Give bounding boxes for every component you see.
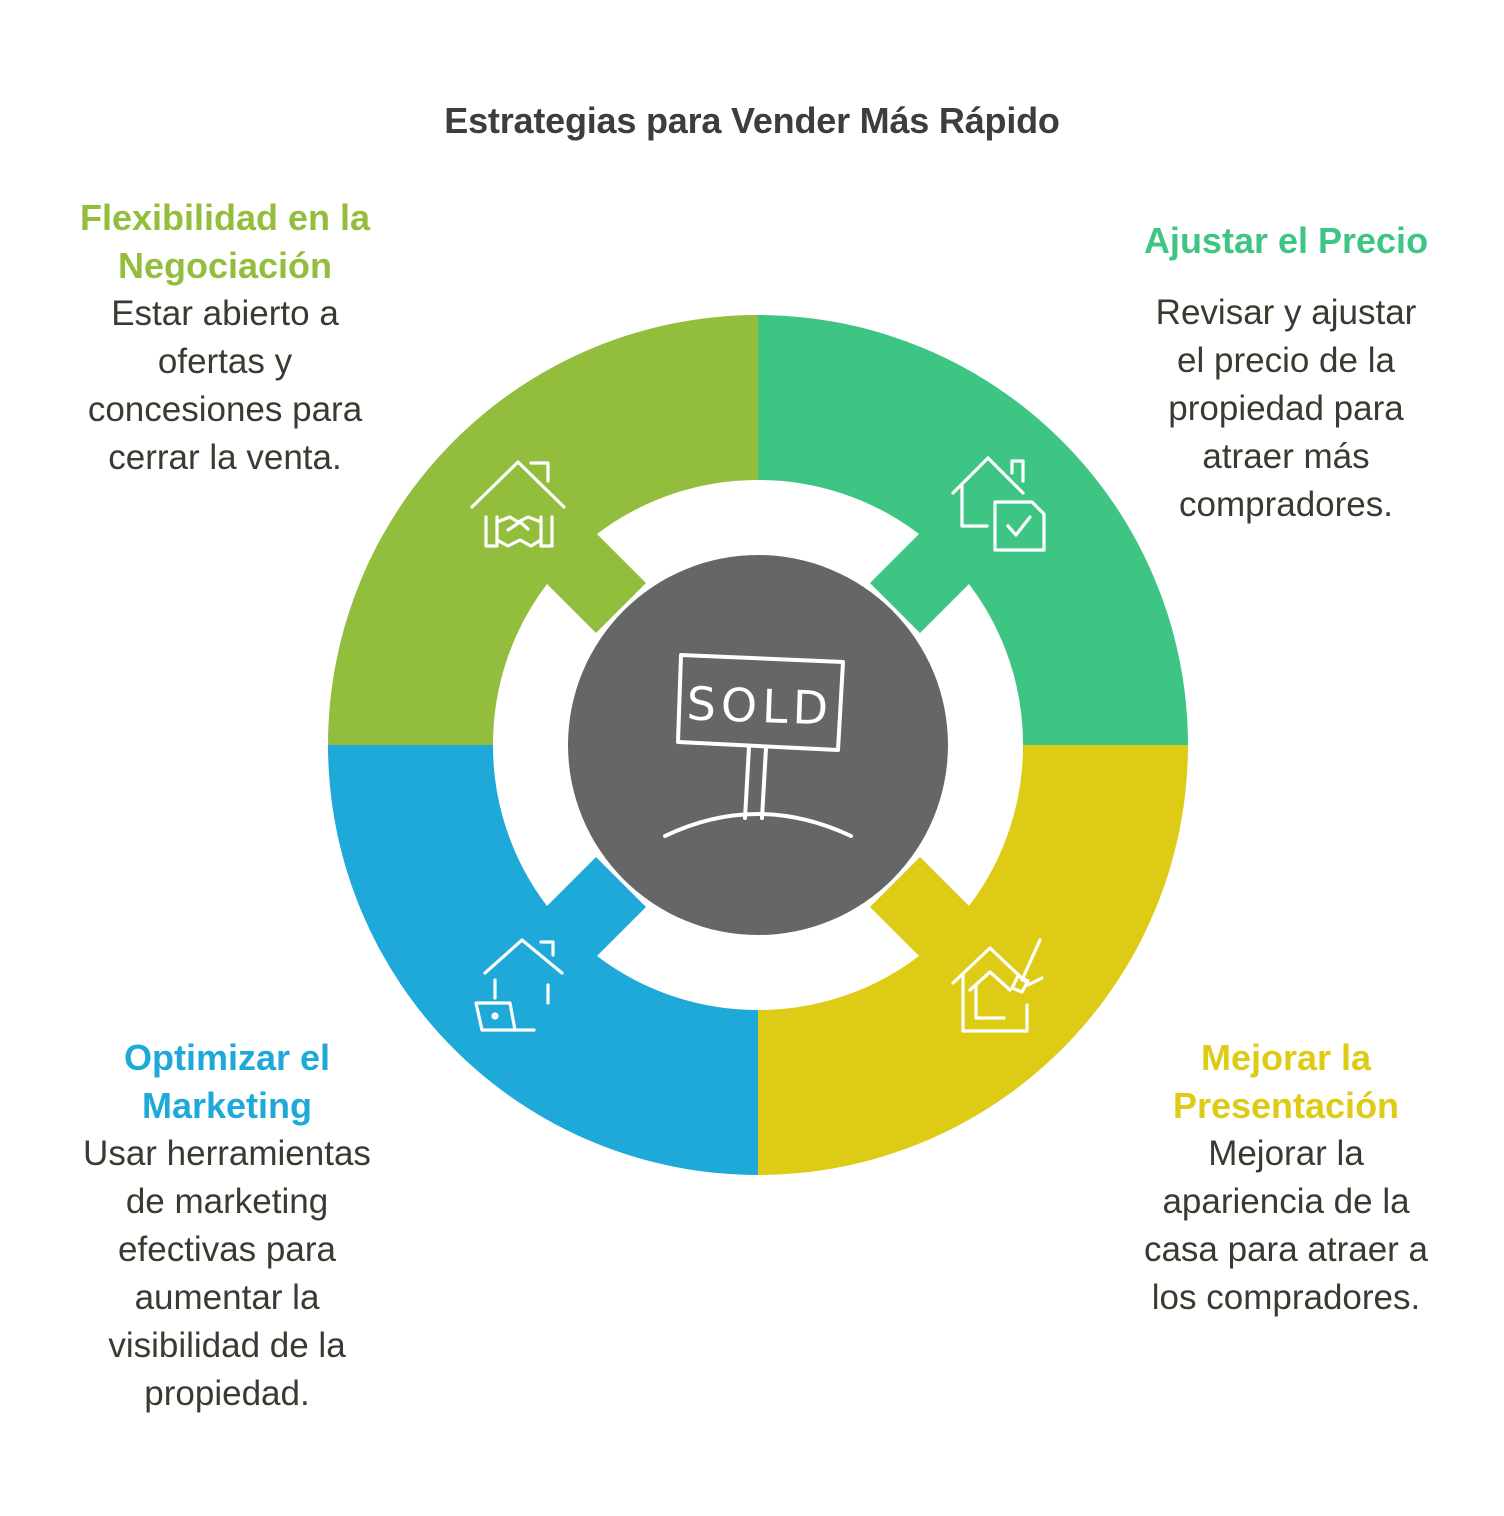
description-negociacion: Estar abierto a ofertas y concesiones pa… xyxy=(87,294,363,477)
block-precio: Ajustar el Precio Revisar y ajustar el p… xyxy=(1100,217,1472,529)
segment-negociacion xyxy=(328,315,758,745)
description-marketing: Usar herramientas de marketing efectivas… xyxy=(83,1134,371,1413)
segment-presentacion xyxy=(758,745,1188,1175)
sold-sign-icon: SOLD xyxy=(663,653,853,838)
heading-negociacion: Flexibilidad en la Negociación xyxy=(79,197,371,286)
segment-marketing xyxy=(328,745,758,1175)
page-title: Estrategias para Vender Más Rápido xyxy=(444,100,1060,141)
block-marketing: Optimizar el Marketing Usar herramientas… xyxy=(40,1034,414,1418)
heading-presentacion: Mejorar la Presentación xyxy=(1172,1037,1400,1126)
description-presentacion: Mejorar la apariencia de la casa para at… xyxy=(1143,1134,1429,1317)
heading-precio: Ajustar el Precio xyxy=(1143,220,1429,261)
description-precio: Revisar y ajustar el precio de la propie… xyxy=(1155,293,1417,524)
block-presentacion: Mejorar la Presentación Mejorar la apari… xyxy=(1100,1034,1472,1322)
house-brush-icon xyxy=(951,938,1044,1033)
segment-precio xyxy=(758,315,1188,745)
house-document-check-icon xyxy=(951,456,1046,552)
house-handshake-icon xyxy=(470,460,566,548)
block-negociacion: Flexibilidad en la Negociación Estar abi… xyxy=(40,194,410,482)
heading-marketing: Optimizar el Marketing xyxy=(123,1037,331,1126)
house-laptop-icon xyxy=(474,938,564,1032)
sign-label: SOLD xyxy=(686,676,834,735)
